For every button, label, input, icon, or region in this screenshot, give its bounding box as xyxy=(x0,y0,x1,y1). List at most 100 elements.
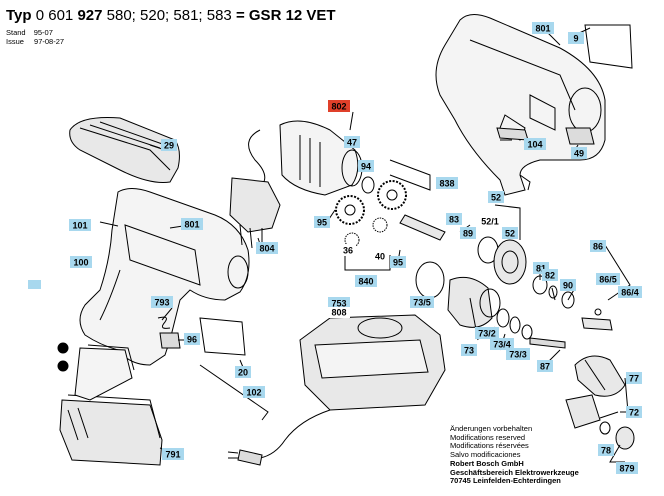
svg-text:804: 804 xyxy=(259,244,274,254)
label-20: 20 xyxy=(235,366,251,378)
label-9: 9 xyxy=(568,32,584,44)
stand-label: Stand xyxy=(6,28,26,37)
svg-text:100: 100 xyxy=(73,258,88,268)
svg-text:40: 40 xyxy=(375,252,385,262)
svg-text:73/2: 73/2 xyxy=(478,329,496,339)
rating-plate xyxy=(199,317,246,356)
part-number-prefix: 0 601 xyxy=(35,7,74,24)
chuck-jaws xyxy=(599,421,635,450)
svg-text:802: 802 xyxy=(331,102,346,112)
svg-text:879: 879 xyxy=(619,464,634,474)
keyless-chuck xyxy=(574,355,626,397)
svg-text:20: 20 xyxy=(238,368,248,378)
model-name: GSR 12 VET xyxy=(248,7,336,24)
svg-text:801: 801 xyxy=(184,220,199,230)
label-86: 86 xyxy=(590,240,606,252)
ring-gear-assembly xyxy=(447,276,533,340)
label-879: 879 xyxy=(616,462,638,474)
label-808: 808 xyxy=(328,307,350,318)
label-73-4: 73/4 xyxy=(490,338,514,350)
svg-text:77: 77 xyxy=(629,374,639,384)
svg-text:73/3: 73/3 xyxy=(509,350,527,360)
svg-text:102: 102 xyxy=(246,388,261,398)
housing-half-right xyxy=(435,14,606,196)
notes-block: Änderungen vorbehalten Modifications res… xyxy=(450,424,579,486)
label-73: 73 xyxy=(461,344,477,356)
chuck-key xyxy=(581,308,613,331)
note-line-3: Modifications réservées xyxy=(450,441,529,451)
company-name: Robert Bosch GmbH xyxy=(450,458,524,468)
svg-text:793: 793 xyxy=(154,298,169,308)
svg-text:82: 82 xyxy=(545,271,555,281)
cover-plate xyxy=(584,24,633,69)
variant-list: 580; 520; 581; 583 xyxy=(106,7,232,24)
label-73-2: 73/2 xyxy=(475,327,499,339)
svg-text:86: 86 xyxy=(593,242,603,252)
svg-text:52/1: 52/1 xyxy=(481,217,499,227)
label-89: 89 xyxy=(460,227,476,239)
issue-line: Issue 97-08-27 xyxy=(6,37,64,46)
label-86-4: 86/4 xyxy=(618,286,642,298)
svg-text:753: 753 xyxy=(331,299,346,309)
svg-text:52: 52 xyxy=(491,193,501,203)
label-94: 94 xyxy=(358,160,374,172)
label-95-bottom: 95 xyxy=(390,256,406,268)
label-102: 102 xyxy=(243,386,265,398)
battery-cover xyxy=(69,117,180,183)
label-804: 804 xyxy=(256,242,278,254)
svg-text:47: 47 xyxy=(347,138,357,148)
wire-part xyxy=(199,364,269,421)
label-802: 802 xyxy=(328,100,350,112)
svg-text:73/5: 73/5 xyxy=(413,298,431,308)
svg-text:86/4: 86/4 xyxy=(621,288,639,298)
svg-text:81: 81 xyxy=(536,264,546,274)
switch-plate xyxy=(565,127,595,145)
svg-text:808: 808 xyxy=(331,308,346,318)
svg-text:95: 95 xyxy=(317,218,327,228)
svg-text:96: 96 xyxy=(187,335,197,345)
trigger-switch xyxy=(159,332,181,349)
label-840: 840 xyxy=(355,275,377,287)
label-78: 78 xyxy=(598,444,614,456)
gear-set xyxy=(335,180,407,248)
company-division: Geschäftsbereich Elektrowerkzeuge xyxy=(450,467,579,477)
gear-housing xyxy=(477,236,527,285)
charger xyxy=(299,314,446,411)
note-line-2: Modifications reserved xyxy=(450,432,526,442)
svg-text:801: 801 xyxy=(535,24,550,34)
svg-text:87: 87 xyxy=(540,362,550,372)
label-86-5: 86/5 xyxy=(596,273,620,285)
svg-text:89: 89 xyxy=(463,229,473,239)
label-801-left: 801 xyxy=(181,218,203,230)
issue-value: 97-08-27 xyxy=(34,37,65,46)
bearing xyxy=(361,176,375,194)
label-791: 791 xyxy=(162,448,184,460)
clip-part xyxy=(496,127,529,141)
svg-text:94: 94 xyxy=(361,162,371,172)
label-40: 40 xyxy=(372,250,388,262)
chuck-sleeve xyxy=(565,394,601,429)
spindle xyxy=(529,337,566,349)
svg-text:838: 838 xyxy=(439,179,454,189)
svg-text:73/4: 73/4 xyxy=(493,340,511,350)
company-address: 70745 Leinfelden-Echterdingen xyxy=(450,476,561,486)
svg-text:791: 791 xyxy=(165,450,180,460)
label-36: 36 xyxy=(340,244,356,256)
label-52-1: 52/1 xyxy=(478,215,502,227)
legend-swatch xyxy=(28,280,41,289)
note-line-1: Änderungen vorbehalten xyxy=(450,424,533,433)
equals-sign: = xyxy=(235,7,245,24)
svg-text:72: 72 xyxy=(629,408,639,418)
charger-cable xyxy=(227,409,331,466)
svg-text:101: 101 xyxy=(72,221,87,231)
label-801-top: 801 xyxy=(532,22,554,34)
svg-text:90: 90 xyxy=(563,281,573,291)
spring-part xyxy=(157,316,171,329)
svg-text:86/5: 86/5 xyxy=(599,275,617,285)
label-83: 83 xyxy=(446,213,462,225)
svg-text:95: 95 xyxy=(393,258,403,268)
svg-text:73: 73 xyxy=(464,346,474,356)
label-90: 90 xyxy=(560,279,576,291)
battery-pack xyxy=(57,342,163,466)
o-ring xyxy=(415,261,445,299)
